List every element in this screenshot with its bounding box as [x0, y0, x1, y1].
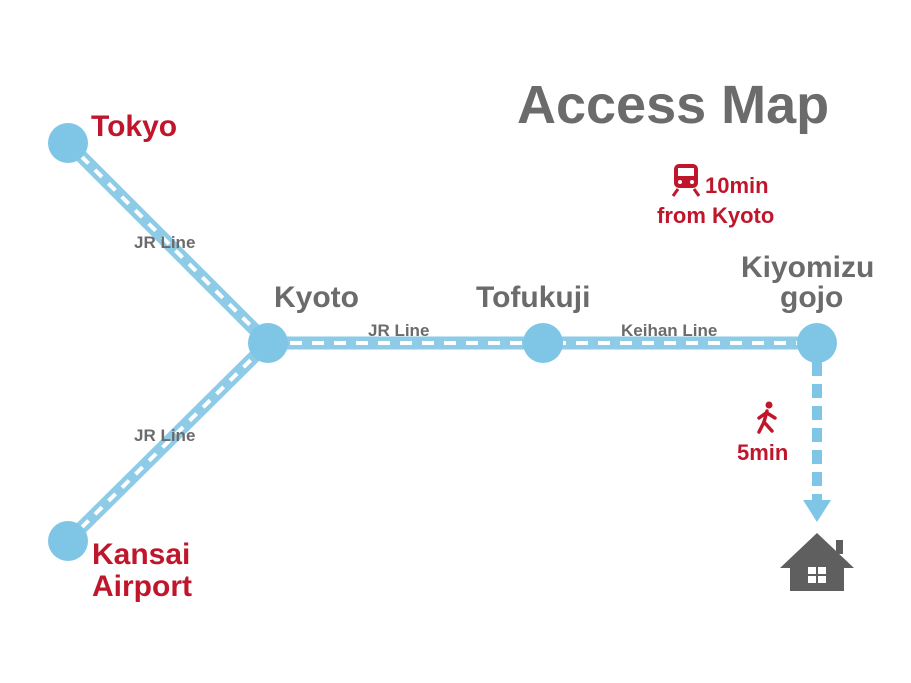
walking-path: [803, 362, 831, 522]
station-label-kiyomizu-line2: gojo: [780, 281, 844, 314]
station-dot-kansai: [48, 521, 88, 561]
station-dot-kyoto: [248, 323, 288, 363]
walk-time: 5min: [737, 440, 789, 465]
train-icon: [671, 164, 701, 197]
line-label-tokyo-kyoto: JR Line: [134, 233, 196, 252]
arrow-down-icon: [803, 500, 831, 522]
station-dot-kiyomizu: [797, 323, 837, 363]
station-label-kiyomizu-line1: Kiyomizu: [741, 251, 875, 284]
station-label-tofukuji: Tofukuji: [476, 281, 591, 314]
station-dot-tokyo: [48, 123, 88, 163]
line-label-kansai-kyoto: JR Line: [134, 426, 196, 445]
route-tokyo-kyoto: [63, 138, 273, 348]
station-label-kyoto: Kyoto: [274, 281, 359, 314]
train-from: from Kyoto: [657, 203, 775, 228]
station-dot-tofukuji: [523, 323, 563, 363]
station-label-kansai-line2: Airport: [92, 570, 192, 603]
station-label-tokyo: Tokyo: [91, 110, 178, 143]
walking-person-icon: [757, 401, 777, 434]
train-time: 10min: [705, 173, 769, 198]
map-title: Access Map: [517, 75, 830, 135]
route-kansai-kyoto: [63, 338, 273, 546]
station-label-kansai-line1: Kansai: [92, 538, 191, 571]
line-label-tofukuji-kiyomizu: Keihan Line: [621, 321, 718, 340]
house-icon: [780, 533, 854, 591]
line-label-kyoto-tofukuji: JR Line: [368, 321, 430, 340]
